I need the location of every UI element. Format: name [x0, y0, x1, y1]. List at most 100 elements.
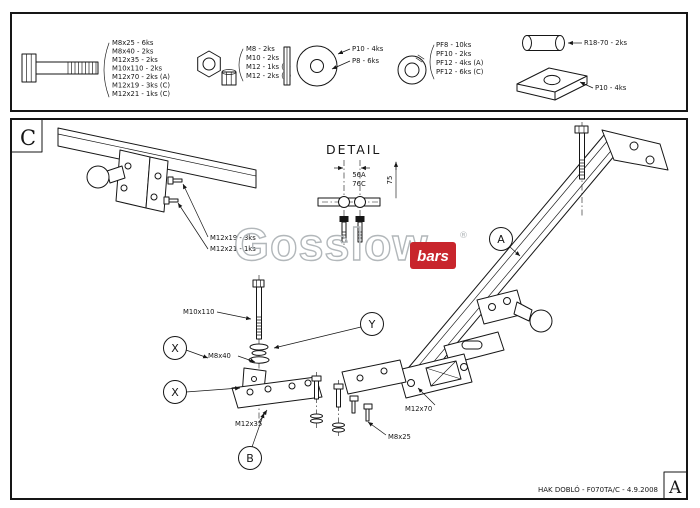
m10x110-bolt-icon — [252, 279, 265, 340]
bolt-label: M12x21 - 1ks (C) — [112, 90, 170, 98]
balloon-a-label: A — [497, 233, 505, 246]
balloon-x1 — [163, 336, 187, 360]
long-stud-icon — [574, 125, 589, 180]
detail-plate-section — [317, 197, 381, 207]
washer-label: P8 - 6ks — [352, 57, 379, 65]
balloon-b — [238, 446, 262, 470]
balloon-x1-label: X — [171, 342, 179, 355]
small-bolt-icon — [349, 395, 359, 414]
ball-bolt-leader — [182, 183, 209, 238]
callout-ball-bolts-2: M12x21 - 1ks — [210, 245, 256, 253]
callout-m12x35: M12x35 — [235, 420, 262, 428]
callout-m8x40: M8x40 — [208, 352, 231, 360]
nut-labels: M8 - 2ks M10 - 2ks M12 - 1ks (A) M12 - 2… — [246, 45, 292, 80]
bolt-label: M8x40 - 2ks — [112, 48, 154, 56]
section-letter-a: A — [668, 478, 682, 498]
spring-washer-label: PF8 - 10ks — [436, 41, 472, 49]
washer-leader — [337, 48, 351, 55]
balloon-a-leader — [509, 246, 521, 257]
m8x25-leader — [367, 421, 387, 436]
nut-label: M10 - 2ks — [246, 54, 280, 62]
nut-label: M12 - 1ks (A) — [246, 63, 292, 71]
bolt-label: M8x25 - 6ks — [112, 39, 154, 47]
hex-bolt-icon — [21, 53, 99, 83]
spacer-tube-icon — [522, 35, 565, 51]
small-bolt-icon — [363, 403, 373, 422]
bolt-label: M12x70 - 2ks (A) — [112, 73, 170, 81]
bolt-label: M10x110 - 2ks — [112, 65, 163, 73]
bolt-label: M12x35 - 2ks — [112, 56, 158, 64]
watermark-badge-label: bars — [417, 248, 449, 265]
section-letter-c: C — [20, 126, 36, 150]
link-plate — [341, 359, 407, 395]
detail-stud-icon — [355, 216, 365, 243]
washer-leader — [331, 60, 351, 70]
callout-ball-bolts-1: M12x19 - 3ks — [210, 234, 256, 242]
stud-washer-stack — [310, 372, 323, 430]
washer-labels: P10 - 4ks P8 - 6ks — [352, 45, 384, 65]
detail-view: DETAIL 56A 76C 75 — [317, 142, 399, 248]
bolt-label: M12x19 - 3ks (C) — [112, 82, 170, 90]
balloon-b-label: B — [246, 452, 254, 465]
balloon-y-leader — [273, 326, 362, 349]
corner-a-frame — [663, 471, 686, 498]
spring-washer-label: PF12 - 4ks (A) — [436, 59, 484, 67]
nut-brace — [238, 48, 244, 82]
washer-icon — [248, 356, 270, 364]
dim-75: 75 — [386, 176, 394, 185]
watermark-badge — [410, 242, 456, 269]
nut-label: M8 - 2ks — [246, 45, 275, 53]
parts-list-panel: M8x25 - 6ks M8x40 - 2ks M12x35 - 2ks M10… — [10, 12, 688, 112]
spring-washer-label: PF12 - 6ks (C) — [436, 68, 484, 76]
balloon-y-label: Y — [368, 318, 376, 331]
nut-label: M12 - 2ks (C) — [246, 72, 292, 80]
spring-washer-label: PF10 - 2ks — [436, 50, 472, 58]
detail-centerlines — [343, 160, 361, 248]
flange-bolt-icon — [163, 196, 179, 205]
balloon-x1-leader — [185, 349, 209, 359]
m10x110-leader — [216, 311, 252, 321]
balloon-b-leader — [251, 412, 265, 448]
assembly-drawing-panel: C — [10, 118, 688, 500]
spring-washer-brace — [429, 44, 435, 80]
backing-plate-label: P10 - 4ks — [595, 84, 627, 92]
towball-bracket-assembly — [86, 149, 183, 213]
callout-m12x70: M12x70 — [405, 405, 432, 413]
balloon-y — [360, 312, 384, 336]
drawing-footer: HAK DOBLÓ - F070TA/C - 4.9.2008 — [538, 485, 658, 494]
bolt-brace — [103, 42, 110, 98]
flat-washer-icon — [283, 45, 338, 87]
balloon-x2-label: X — [171, 386, 179, 399]
plate-leader — [579, 81, 594, 89]
towball — [86, 165, 110, 189]
m8x40-leader — [237, 355, 256, 363]
balloon-a — [489, 227, 513, 251]
callout-m10x110: M10x110 — [183, 308, 215, 316]
flange-bolt-icon — [167, 176, 183, 185]
washer-icon — [251, 350, 267, 356]
balloon-x2-leader — [185, 386, 241, 393]
ball-mount — [476, 289, 553, 333]
ball-bolt-leader — [177, 202, 209, 250]
stud-washer-stack — [332, 380, 345, 438]
spring-washer-icon — [397, 54, 427, 85]
bar-end-bracket — [397, 353, 473, 399]
registered-mark: ® — [459, 231, 468, 241]
corner-c-frame — [12, 120, 43, 153]
detail-stud-icon — [339, 216, 349, 243]
spacer-tube-label: R18-70 - 2ks — [584, 39, 628, 47]
backing-plate-icon — [516, 67, 588, 101]
crossmember-beam — [57, 127, 257, 189]
washer-icon — [249, 343, 269, 351]
dim-76c: 76C — [352, 180, 366, 188]
assembly-drawing-canvas: C — [12, 120, 686, 498]
hex-nut-icon — [197, 50, 237, 86]
spring-washer-labels: PF8 - 10ks PF10 - 2ks PF12 - 4ks (A) PF1… — [436, 41, 484, 76]
exploded-fasteners — [231, 275, 407, 438]
bolt-labels: M8x25 - 6ks M8x40 - 2ks M12x35 - 2ks M10… — [112, 39, 170, 98]
top-mount-bracket — [574, 122, 669, 216]
dim-56a: 56A — [352, 171, 366, 179]
flat-strap-plate — [231, 376, 323, 409]
watermark-word: Gosslow — [234, 219, 429, 270]
